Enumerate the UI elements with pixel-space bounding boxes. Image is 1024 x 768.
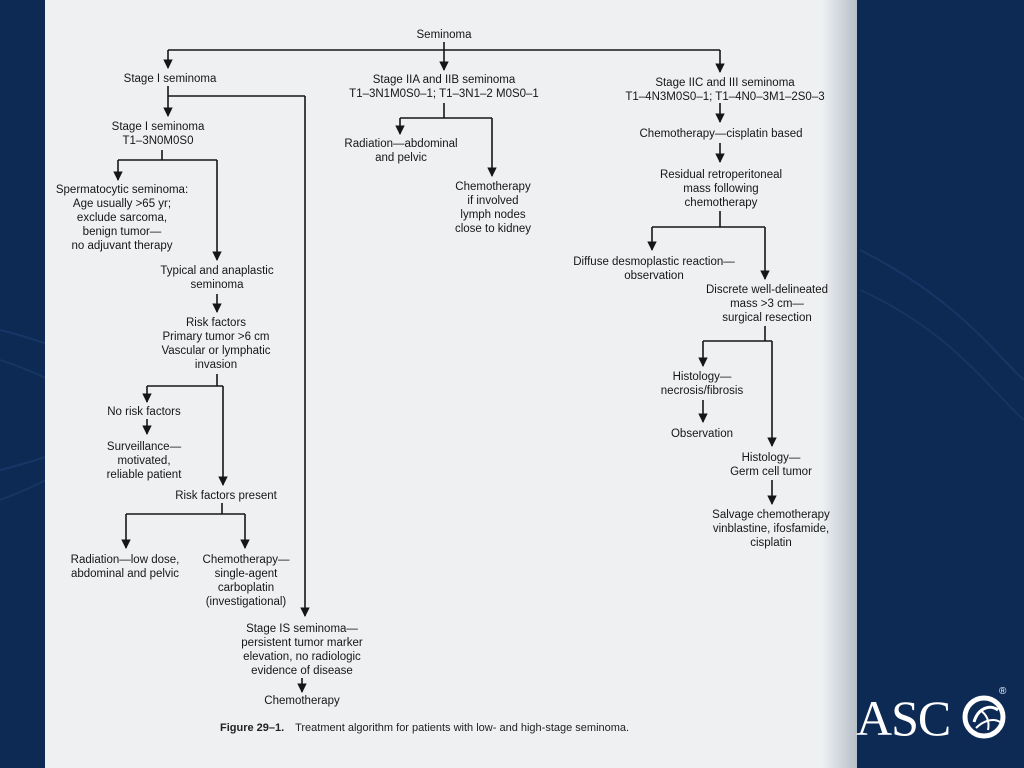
logo-text: ASC — [856, 690, 951, 746]
node-seminoma: Seminoma — [416, 29, 472, 41]
node-surveillance: Surveillance—motivated,reliable patient — [106, 441, 182, 481]
node-radiation-low-dose: Radiation—low dose,abdominal and pelvic — [70, 554, 180, 580]
scanned-page — [45, 0, 857, 768]
node-desmoplastic: Diffuse desmoplastic reaction—observatio… — [573, 256, 735, 282]
node-observation: Observation — [670, 428, 734, 440]
asco-logo: ASC ® — [856, 686, 1016, 752]
node-stage1: Stage I seminoma — [123, 73, 217, 85]
page-edge-shadow — [822, 0, 857, 768]
figure-label: Figure 29–1. — [220, 722, 285, 734]
node-no-risk: No risk factors — [107, 406, 181, 418]
node-stage-is: Stage IS seminoma—persistent tumor marke… — [241, 623, 363, 677]
figure-caption-text: Treatment algorithm for patients with lo… — [295, 722, 630, 734]
globe-icon — [962, 695, 1006, 739]
registered-mark: ® — [999, 686, 1007, 697]
node-chemo-cisplatin: Chemotherapy—cisplatin based — [639, 128, 803, 140]
node-spermatocytic: Spermatocytic seminoma:Age usually >65 y… — [55, 184, 189, 252]
figure-caption: Figure 29–1. Treatment algorithm for pat… — [220, 722, 629, 734]
node-histology-necrosis: Histology—necrosis/fibrosis — [660, 371, 744, 397]
node-chemotherapy-bottom: Chemotherapy — [264, 695, 340, 707]
node-risk-present: Risk factors present — [175, 490, 277, 502]
node-histology-germ: Histology—Germ cell tumor — [730, 452, 812, 478]
